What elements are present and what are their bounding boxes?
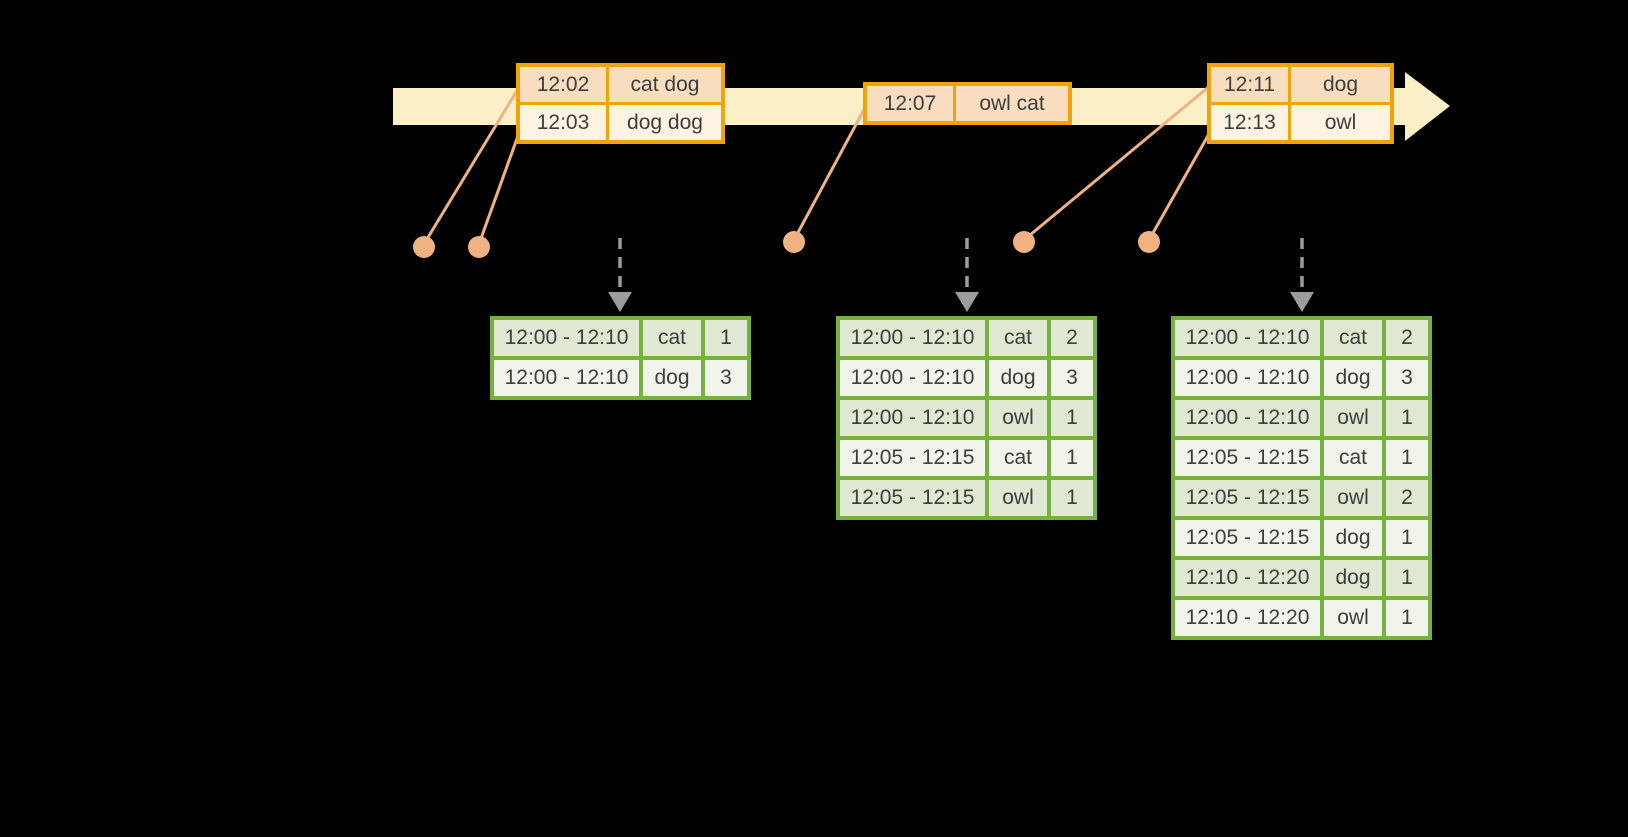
window-cell: 12:10 - 12:20	[1175, 560, 1320, 596]
result-row: 12:00 - 12:10 owl 1	[1175, 400, 1428, 436]
count-cell: 1	[1386, 520, 1428, 556]
event-words-cell: owl cat	[956, 86, 1068, 121]
count-cell: 1	[705, 320, 747, 356]
event-row: 12:03 dog dog	[520, 105, 721, 140]
event-connector-line	[1147, 124, 1216, 241]
window-cell: 12:00 - 12:10	[1175, 400, 1320, 436]
event-connector-line	[792, 103, 869, 241]
result-row: 12:05 - 12:15 owl 1	[840, 480, 1093, 516]
window-cell: 12:00 - 12:10	[840, 400, 985, 436]
event-time-cell: 12:02	[520, 67, 606, 102]
word-cell: dog	[643, 360, 701, 396]
trigger-arrow	[608, 238, 632, 312]
word-cell: cat	[1324, 440, 1382, 476]
event-row: 12:13 owl	[1211, 105, 1390, 140]
count-cell: 3	[1051, 360, 1093, 396]
count-cell: 2	[1051, 320, 1093, 356]
event-dot	[783, 231, 805, 253]
window-cell: 12:00 - 12:10	[840, 360, 985, 396]
event-row: 12:07 owl cat	[867, 86, 1068, 121]
event-row: 12:02 cat dog	[520, 67, 721, 102]
result-row: 12:00 - 12:10 cat 1	[494, 320, 747, 356]
result-row: 12:00 - 12:10 dog 3	[1175, 360, 1428, 396]
word-cell: cat	[1324, 320, 1382, 356]
word-cell: dog	[1324, 360, 1382, 396]
result-row: 12:05 - 12:15 cat 1	[840, 440, 1093, 476]
event-dot	[413, 236, 435, 258]
event-table-1: 12:02 cat dog 12:03 dog dog	[516, 63, 725, 144]
count-cell: 1	[1051, 480, 1093, 516]
window-cell: 12:00 - 12:10	[494, 320, 639, 356]
arrow-down-icon	[608, 292, 632, 312]
count-cell: 2	[1386, 320, 1428, 356]
result-row: 12:05 - 12:15 dog 1	[1175, 520, 1428, 556]
event-row: 12:11 dog	[1211, 67, 1390, 102]
result-row: 12:10 - 12:20 dog 1	[1175, 560, 1428, 596]
event-time-cell: 12:13	[1211, 105, 1288, 140]
event-table-2: 12:07 owl cat	[863, 82, 1072, 125]
count-cell: 3	[1386, 360, 1428, 396]
arrow-down-icon	[955, 292, 979, 312]
window-cell: 12:05 - 12:15	[840, 480, 985, 516]
event-words-cell: dog dog	[609, 105, 721, 140]
count-cell: 1	[1386, 560, 1428, 596]
window-cell: 12:05 - 12:15	[1175, 480, 1320, 516]
event-dot	[468, 236, 490, 258]
window-cell: 12:00 - 12:10	[840, 320, 985, 356]
trigger-arrow	[1290, 238, 1314, 312]
event-connector-line	[477, 121, 525, 245]
event-connector-line	[1023, 83, 1212, 242]
event-time-cell: 12:03	[520, 105, 606, 140]
word-cell: cat	[989, 320, 1047, 356]
result-table-3: 12:00 - 12:10 cat 2 12:00 - 12:10 dog 3 …	[1171, 316, 1432, 640]
event-dot	[1013, 231, 1035, 253]
window-cell: 12:00 - 12:10	[494, 360, 639, 396]
word-cell: owl	[989, 400, 1047, 436]
event-table-3: 12:11 dog 12:13 owl	[1207, 63, 1394, 144]
event-words-cell: owl	[1291, 105, 1390, 140]
count-cell: 1	[1386, 600, 1428, 636]
word-cell: cat	[989, 440, 1047, 476]
result-row: 12:05 - 12:15 owl 2	[1175, 480, 1428, 516]
event-time-cell: 12:11	[1211, 67, 1288, 102]
result-row: 12:00 - 12:10 cat 2	[840, 320, 1093, 356]
event-time-cell: 12:07	[867, 86, 953, 121]
trigger-arrow	[955, 238, 979, 312]
count-cell: 2	[1386, 480, 1428, 516]
window-cell: 12:10 - 12:20	[1175, 600, 1320, 636]
count-cell: 3	[705, 360, 747, 396]
event-connector-line	[422, 83, 523, 245]
event-words-cell: cat dog	[609, 67, 721, 102]
timeline-arrowhead-icon	[1405, 72, 1450, 141]
word-cell: cat	[643, 320, 701, 356]
window-cell: 12:00 - 12:10	[1175, 360, 1320, 396]
count-cell: 1	[1386, 400, 1428, 436]
result-row: 12:00 - 12:10 dog 3	[840, 360, 1093, 396]
window-cell: 12:05 - 12:15	[840, 440, 985, 476]
count-cell: 1	[1051, 400, 1093, 436]
event-words-cell: dog	[1291, 67, 1390, 102]
arrow-down-icon	[1290, 292, 1314, 312]
result-row: 12:05 - 12:15 cat 1	[1175, 440, 1428, 476]
word-cell: owl	[1324, 600, 1382, 636]
result-row: 12:00 - 12:10 dog 3	[494, 360, 747, 396]
word-cell: dog	[989, 360, 1047, 396]
count-cell: 1	[1386, 440, 1428, 476]
window-cell: 12:05 - 12:15	[1175, 520, 1320, 556]
count-cell: 1	[1051, 440, 1093, 476]
event-dot	[1138, 231, 1160, 253]
result-row: 12:00 - 12:10 cat 2	[1175, 320, 1428, 356]
word-cell: owl	[1324, 400, 1382, 436]
result-row: 12:10 - 12:20 owl 1	[1175, 600, 1428, 636]
result-table-2: 12:00 - 12:10 cat 2 12:00 - 12:10 dog 3 …	[836, 316, 1097, 520]
word-cell: dog	[1324, 520, 1382, 556]
word-cell: owl	[1324, 480, 1382, 516]
window-cell: 12:00 - 12:10	[1175, 320, 1320, 356]
word-cell: dog	[1324, 560, 1382, 596]
result-table-1: 12:00 - 12:10 cat 1 12:00 - 12:10 dog 3	[490, 316, 751, 400]
result-row: 12:00 - 12:10 owl 1	[840, 400, 1093, 436]
word-cell: owl	[989, 480, 1047, 516]
window-cell: 12:05 - 12:15	[1175, 440, 1320, 476]
